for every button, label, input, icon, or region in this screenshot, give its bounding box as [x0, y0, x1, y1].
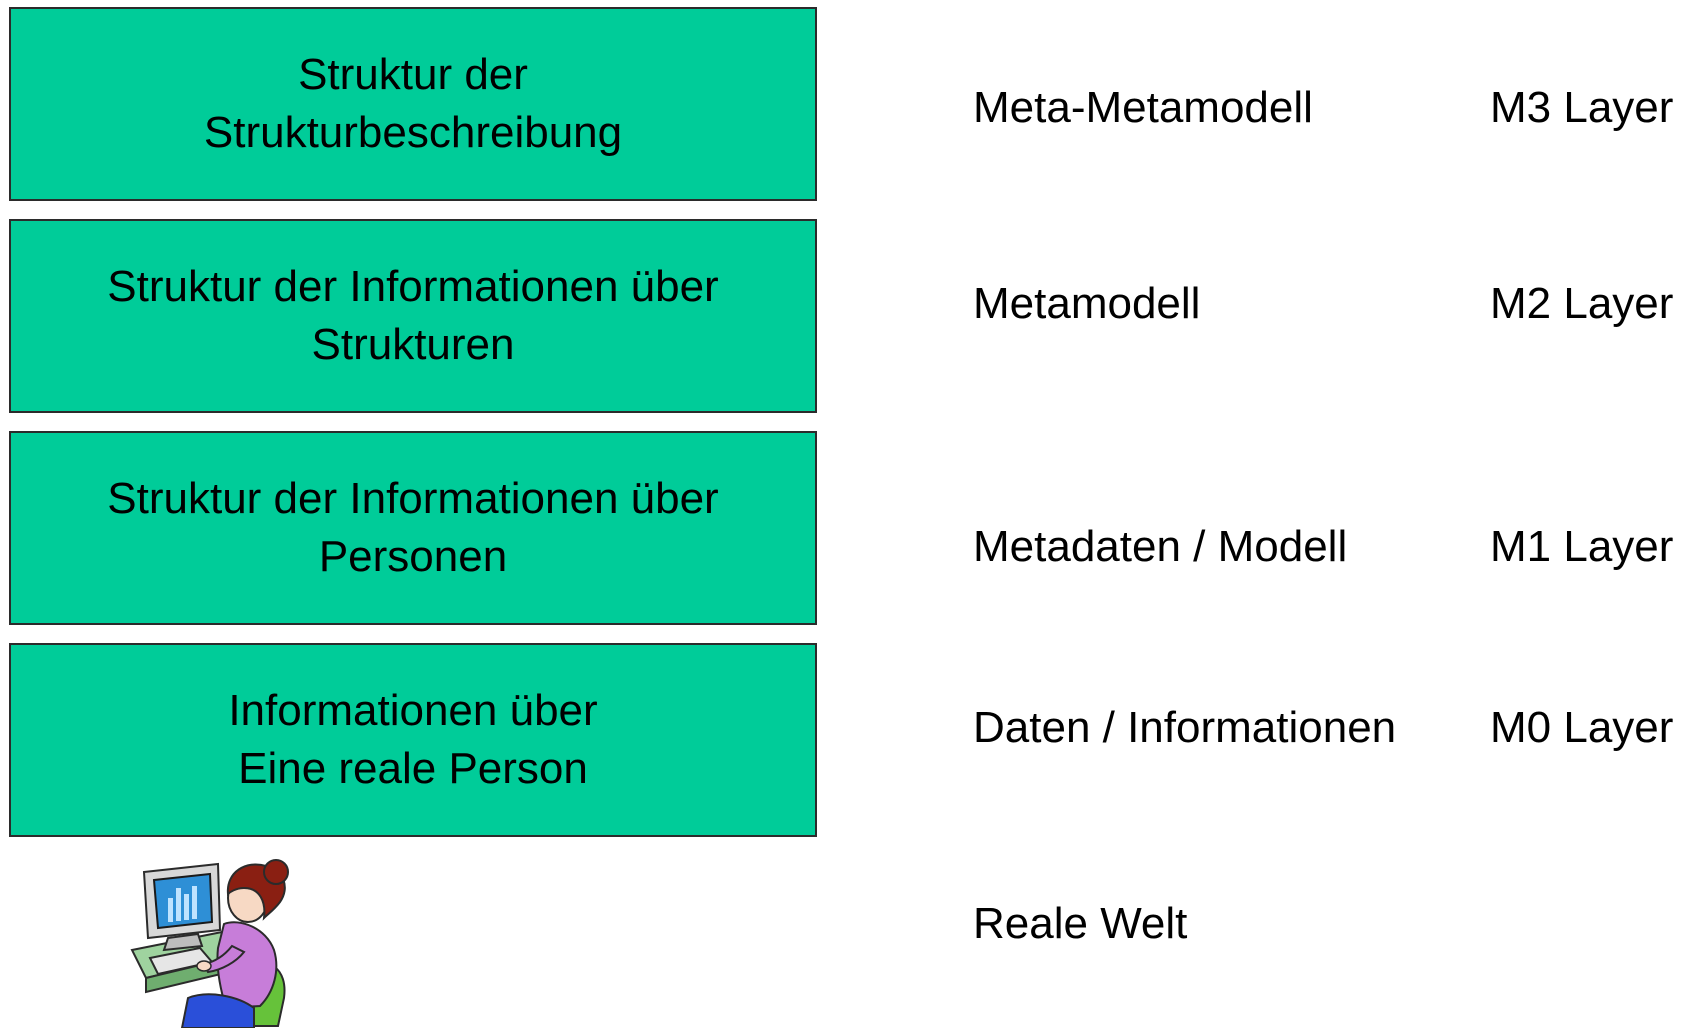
label-m0-desc: Daten / Informationen	[973, 703, 1397, 752]
label-m3-layer: M3 Layer	[1490, 83, 1674, 132]
box-m2-text: Struktur der Informationen über Struktur…	[87, 258, 738, 374]
person-at-computer-icon	[130, 859, 289, 1028]
label-m3-desc: Meta-Metamodell	[973, 83, 1313, 132]
label-m1-layer: M1 Layer	[1490, 522, 1674, 571]
label-m0-layer: M0 Layer	[1490, 703, 1674, 752]
label-row-m1: Metadaten / Modell M1 Layer	[973, 517, 1693, 577]
box-m0-line2: Eine reale Person	[238, 744, 588, 793]
label-row-m3: Meta-Metamodell M3 Layer	[973, 78, 1693, 138]
label-real-world-desc: Reale Welt	[973, 899, 1188, 948]
box-m0-line1: Informationen über	[228, 686, 598, 735]
label-m1-desc: Metadaten / Modell	[973, 522, 1348, 571]
label-m2-layer: M2 Layer	[1490, 279, 1674, 328]
label-m2-desc: Metamodell	[973, 279, 1201, 328]
box-m1-line1: Struktur der Informationen über	[107, 474, 719, 523]
box-m3-text: Struktur der Strukturbeschreibung	[184, 46, 642, 162]
label-row-real-world: Reale Welt	[973, 894, 1693, 954]
box-m1: Struktur der Informationen über Personen	[9, 431, 817, 625]
label-row-m0: Daten / Informationen M0 Layer	[973, 698, 1693, 758]
box-m3: Struktur der Strukturbeschreibung	[9, 7, 817, 201]
box-m0-text: Informationen über Eine reale Person	[208, 682, 617, 798]
box-m3-line2: Strukturbeschreibung	[203, 108, 623, 157]
box-m1-line2: Personen	[318, 532, 508, 581]
box-m2-line2: Strukturen	[311, 320, 515, 369]
box-m1-text: Struktur der Informationen über Personen	[87, 470, 738, 586]
box-m2-line1: Struktur der Informationen über	[107, 262, 719, 311]
box-m3-line1: Struktur der	[298, 50, 528, 99]
label-row-m2: Metamodell M2 Layer	[973, 274, 1693, 334]
box-m2: Struktur der Informationen über Struktur…	[9, 219, 817, 413]
box-m0: Informationen über Eine reale Person	[9, 643, 817, 837]
